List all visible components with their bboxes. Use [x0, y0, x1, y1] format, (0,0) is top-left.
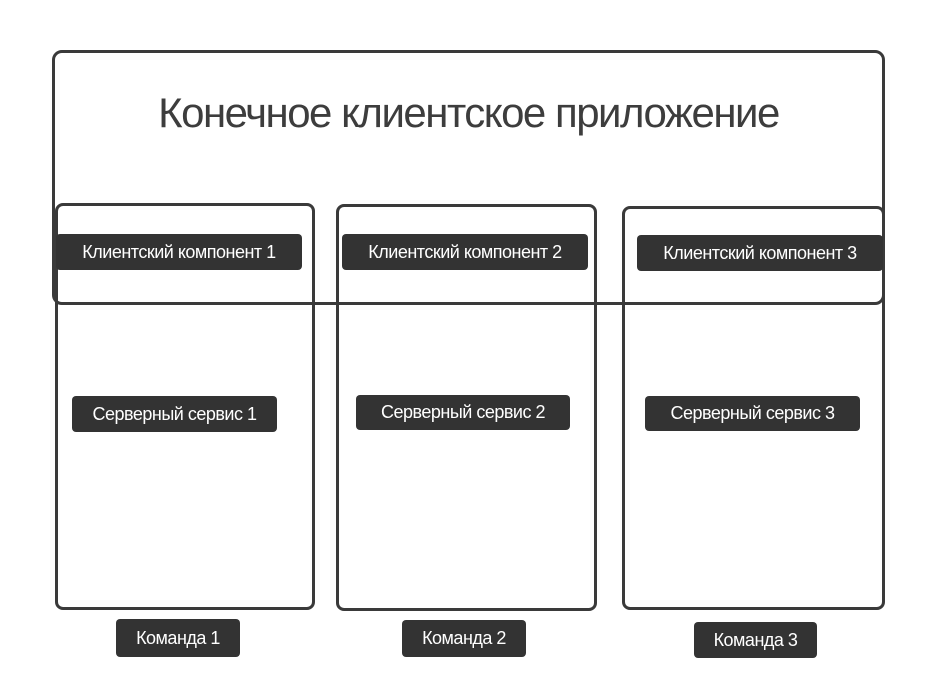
diagram-title: Конечное клиентское приложение [158, 89, 780, 136]
server-service-label-2: Серверный сервис 2 [356, 395, 570, 430]
team-column-box-1 [55, 203, 315, 610]
team-column-box-2 [336, 204, 597, 611]
team-label-3: Команда 3 [694, 622, 817, 658]
team-label-2: Команда 2 [402, 620, 526, 657]
server-service-label-3: Серверный сервис 3 [645, 396, 860, 431]
team-label-1: Команда 1 [116, 619, 240, 657]
client-component-label-3: Клиентский компонент 3 [637, 235, 883, 271]
team-column-box-3 [622, 206, 885, 610]
server-service-label-1: Серверный сервис 1 [72, 396, 277, 432]
client-component-label-2: Клиентский компонент 2 [342, 234, 588, 270]
client-component-label-1: Клиентский компонент 1 [56, 234, 302, 270]
